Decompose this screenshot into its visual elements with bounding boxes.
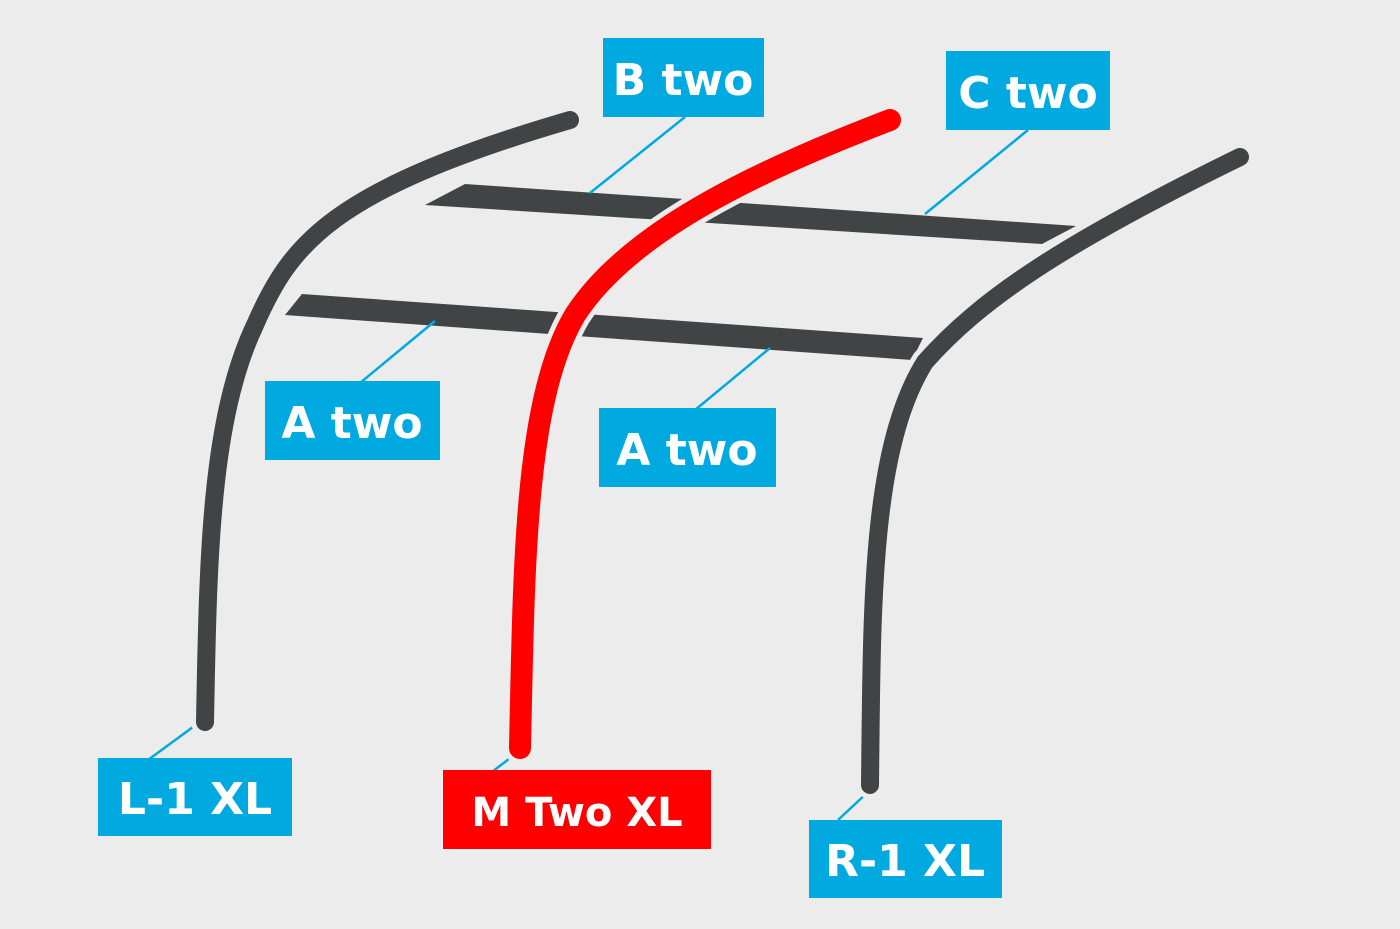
label-m-two-xl-box: [443, 770, 711, 849]
label-r1-xl-box: [809, 820, 1002, 898]
crossbar-a: [285, 294, 923, 360]
label-c-two-box: [946, 51, 1110, 130]
label-b-two-box: [603, 38, 764, 117]
label-r1-xl-text: R-1 XL: [825, 836, 985, 887]
label-b-two: B two: [603, 38, 764, 117]
label-b-two-text: B two: [613, 55, 754, 106]
leader-l1-xl: [147, 725, 194, 762]
pole-middle: [509, 109, 901, 759]
label-c-two-text: C two: [958, 68, 1098, 119]
leader-b-two: [589, 116, 686, 194]
label-a-two-right-box: [599, 408, 776, 487]
label-l1-xl-text: L-1 XL: [118, 774, 272, 825]
label-m-two-xl-text: M Two XL: [471, 790, 682, 836]
label-a-two-right-text: A two: [616, 425, 757, 476]
pole-right: [861, 148, 1249, 794]
leader-a-two-left: [359, 320, 436, 384]
label-r1-xl: R-1 XL: [809, 820, 1002, 898]
label-m-two-xl: M Two XL: [443, 770, 711, 849]
pole-left: [196, 111, 579, 731]
label-a-two-left-box: [265, 381, 440, 460]
leader-a-two-right: [694, 347, 771, 411]
label-l1-xl: L-1 XL: [98, 758, 292, 836]
label-a-two-left: A two: [265, 381, 440, 460]
label-c-two: C two: [946, 51, 1110, 130]
label-l1-xl-box: [98, 758, 292, 836]
label-a-two-right: A two: [599, 408, 776, 487]
leader-c-two: [924, 129, 1029, 215]
crossbar-b-c: [425, 184, 1076, 244]
label-a-two-left-text: A two: [281, 398, 422, 449]
